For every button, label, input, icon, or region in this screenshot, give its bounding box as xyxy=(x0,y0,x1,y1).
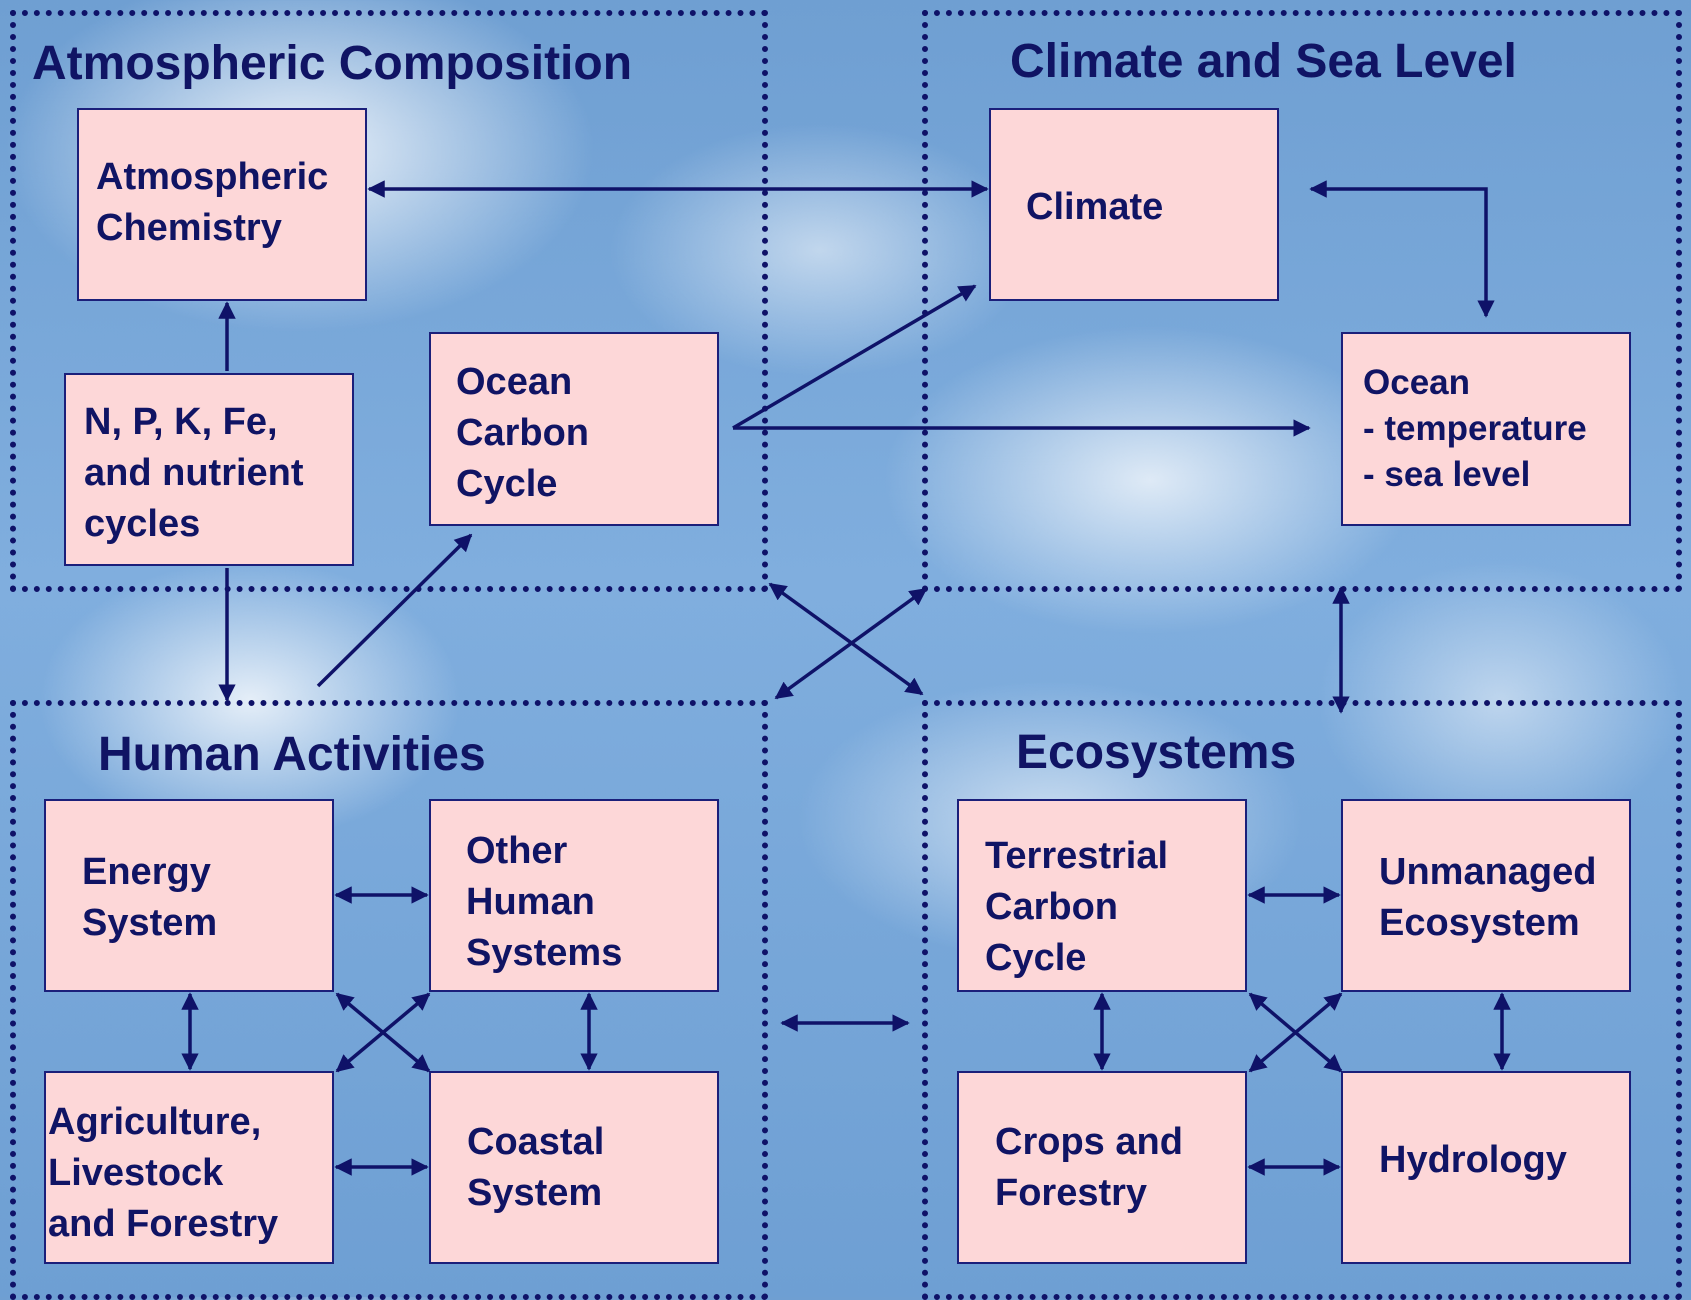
climate-label: Climate xyxy=(1026,186,1164,228)
ecosystems-title: Ecosystems xyxy=(1016,726,1297,779)
climate-and-sea-level-title: Climate and Sea Level xyxy=(1010,35,1517,88)
ocean-carbon-cycle-label: Ocean Carbon Cycle xyxy=(456,361,589,505)
region-atmospheric-composition xyxy=(10,10,768,592)
climate-box: Climate xyxy=(989,108,1279,301)
atmospheric-chemistry-box: Atmospheric Chemistry xyxy=(77,108,367,301)
arrow-human-climate xyxy=(774,587,928,700)
atmospheric-chemistry-label: Atmospheric Chemistry xyxy=(96,156,329,249)
ocean-label: Ocean - temperature - sea level xyxy=(1363,363,1587,494)
unmanaged-ecosystem-label: Unmanaged Ecosystem xyxy=(1379,851,1597,944)
arrow-ocean-carbon-climate xyxy=(732,284,977,430)
energy-system-label: Energy System xyxy=(82,851,218,944)
arrow-unmanaged-crops xyxy=(1248,992,1343,1073)
agriculture-livestock-forestry-box: Agriculture, Livestock and Forestry xyxy=(44,1071,334,1264)
terrestrial-carbon-cycle-box: Terrestrial Carbon Cycle xyxy=(957,799,1247,992)
ocean-box: Ocean - temperature - sea level xyxy=(1341,332,1631,526)
other-human-systems-box: Other Human Systems xyxy=(429,799,719,992)
unmanaged-ecosystem-box: Unmanaged Ecosystem xyxy=(1341,799,1631,992)
coastal-system-box: Coastal System xyxy=(429,1071,719,1264)
terrestrial-carbon-cycle-label: Terrestrial Carbon Cycle xyxy=(985,835,1169,979)
crops-and-forestry-label: Crops and Forestry xyxy=(995,1121,1183,1214)
ocean-carbon-cycle-box: Ocean Carbon Cycle xyxy=(429,332,719,526)
energy-system-box: Energy System xyxy=(44,799,334,992)
region-climate-and-sea-level xyxy=(922,10,1682,592)
agriculture-livestock-forestry-label: Agriculture, Livestock and Forestry xyxy=(48,1101,279,1245)
atmospheric-composition-title: Atmospheric Composition xyxy=(32,37,633,90)
arrow-human-ocean-carbon xyxy=(316,533,473,688)
arrow-other-agriculture xyxy=(335,992,431,1073)
arrow-atmosphere-ecosystems xyxy=(768,582,924,696)
hydrology-label: Hydrology xyxy=(1379,1139,1567,1181)
nutrient-cycles-box: N, P, K, Fe, and nutrient cycles xyxy=(64,373,354,566)
arrow-climate-ocean xyxy=(1309,180,1495,318)
coastal-system-label: Coastal System xyxy=(467,1121,605,1214)
nutrient-cycles-label: N, P, K, Fe, and nutrient cycles xyxy=(84,401,304,545)
other-human-systems-label: Other Human Systems xyxy=(466,830,623,974)
crops-and-forestry-box: Crops and Forestry xyxy=(957,1071,1247,1264)
human-activities-title: Human Activities xyxy=(98,728,486,781)
hydrology-box: Hydrology xyxy=(1341,1071,1631,1264)
